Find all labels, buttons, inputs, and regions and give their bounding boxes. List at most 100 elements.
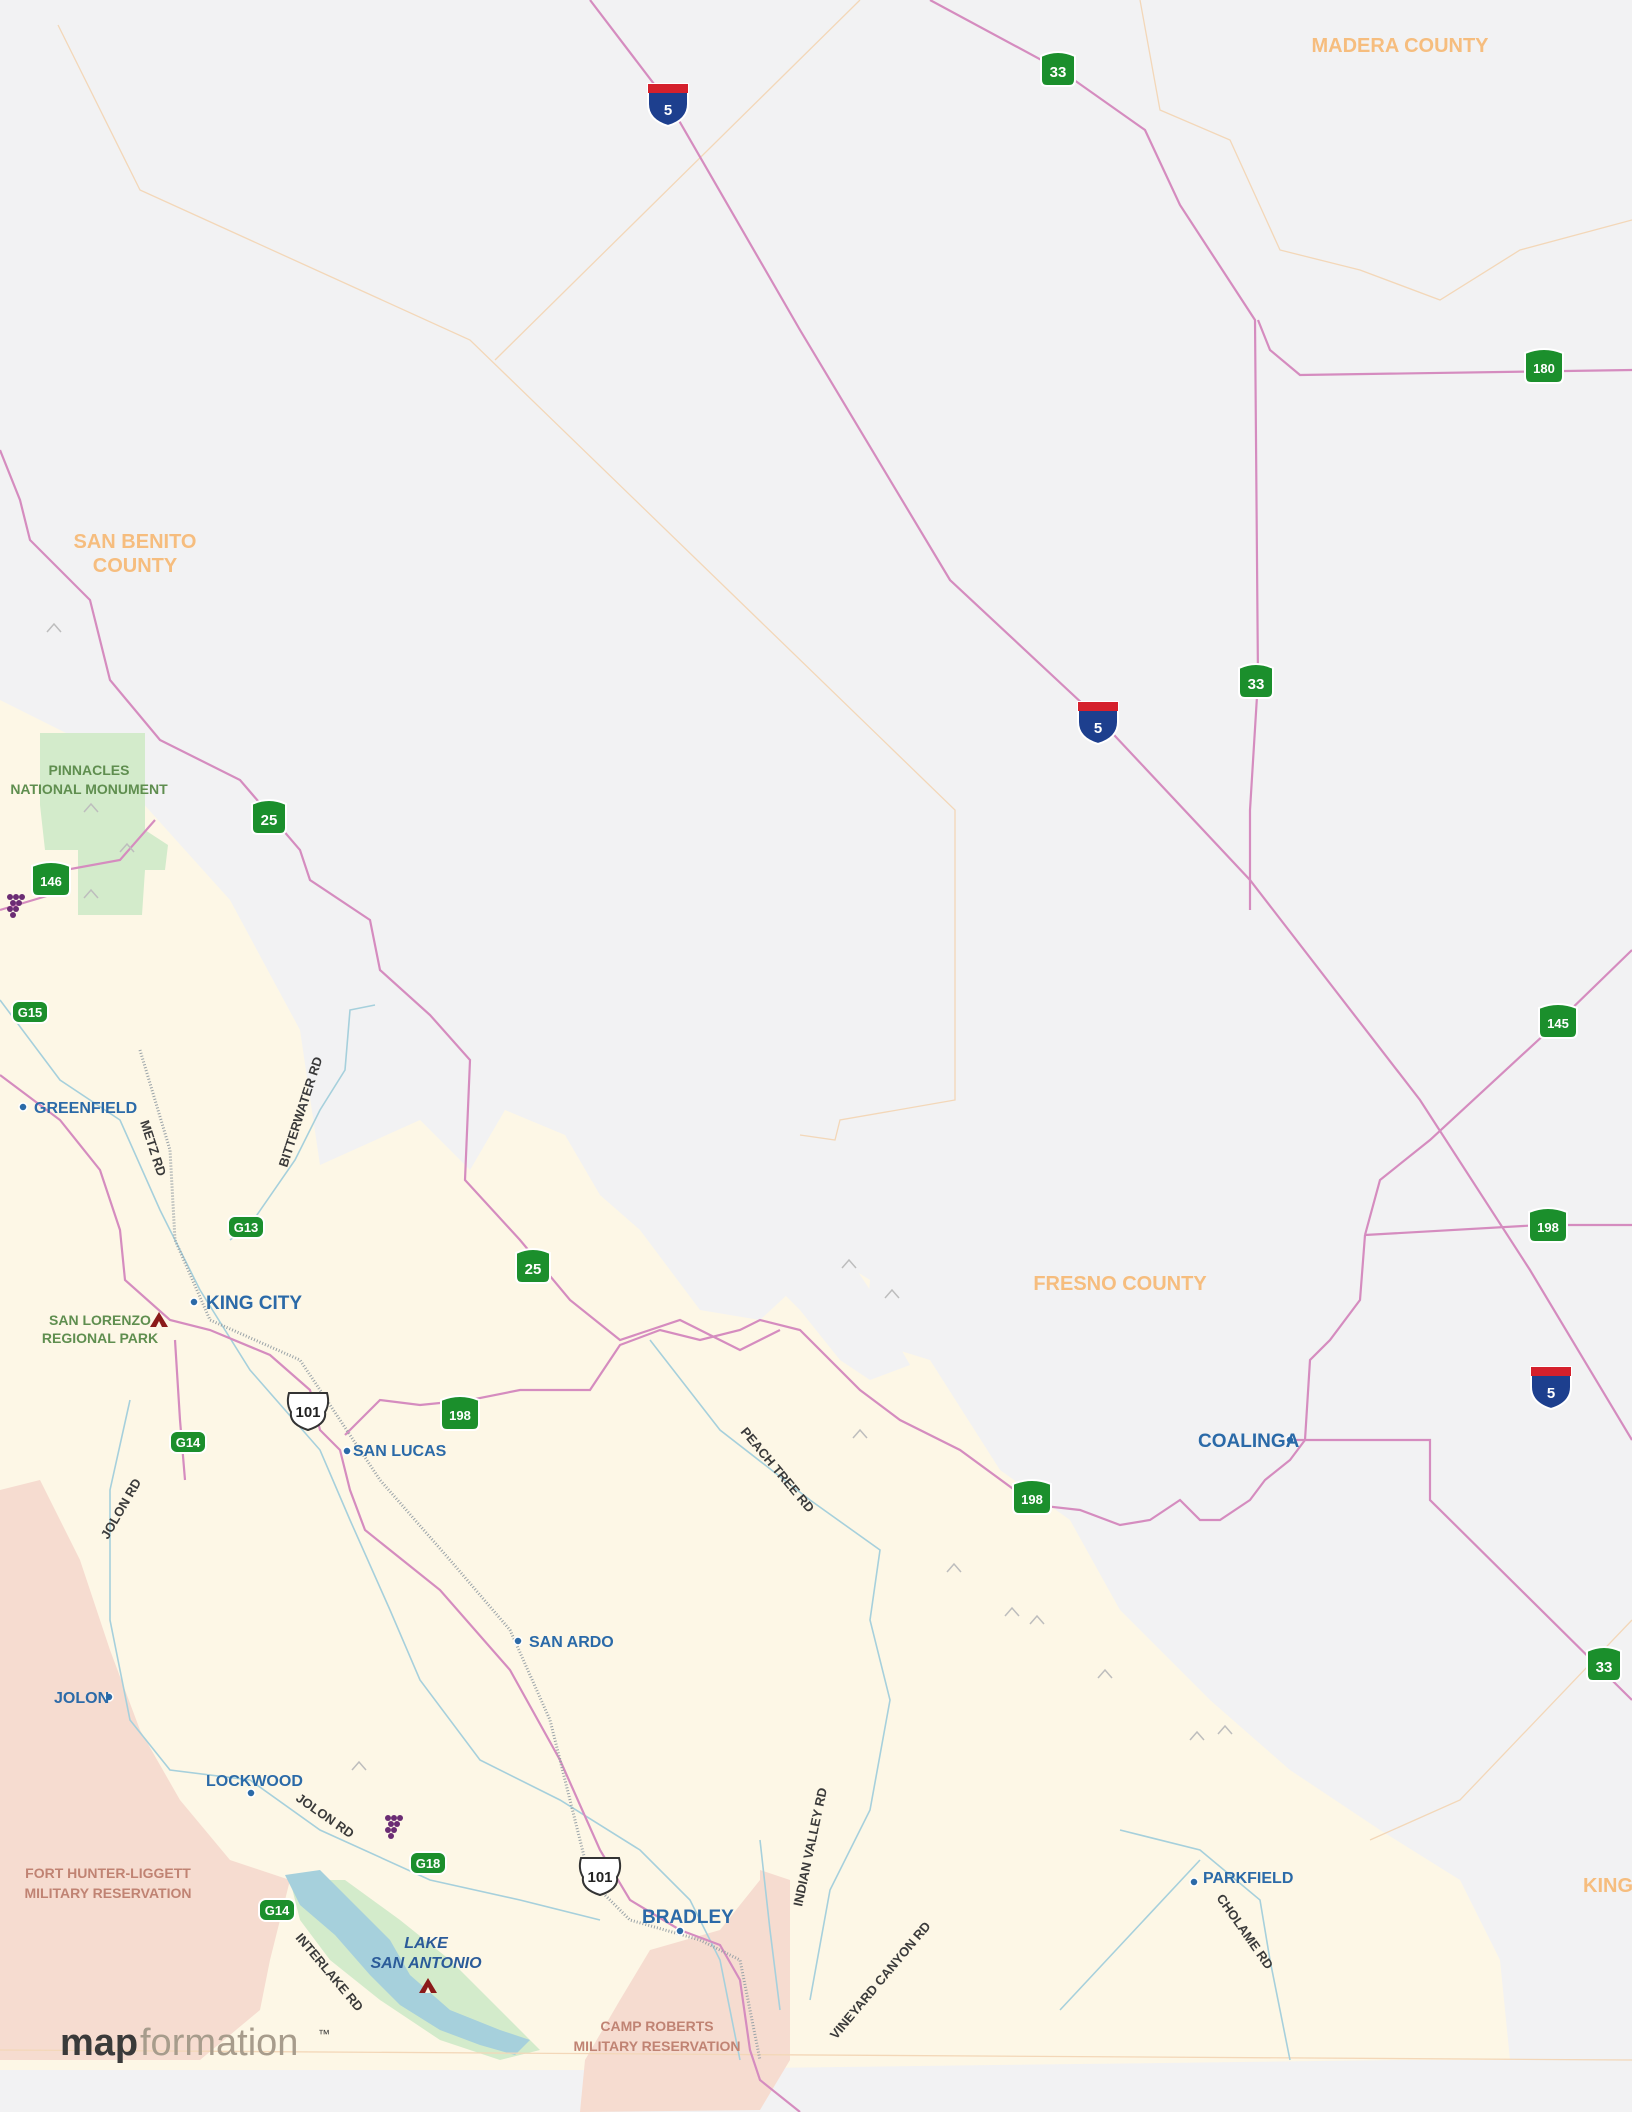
svg-text:145: 145 bbox=[1547, 1016, 1569, 1031]
stream bbox=[759, 1839, 781, 2011]
san-lucas-label[interactable]: SAN LUCAS bbox=[353, 1443, 447, 1460]
stream bbox=[1119, 1829, 1291, 2061]
interstate-5-shield[interactable]: 5 bbox=[1077, 701, 1119, 746]
route-180-shield[interactable]: 180 bbox=[1524, 348, 1564, 384]
svg-text:198: 198 bbox=[1537, 1220, 1559, 1235]
svg-text:33: 33 bbox=[1050, 64, 1067, 81]
monterey-county-area bbox=[0, 700, 1510, 2070]
us-101-shield[interactable]: 101 bbox=[286, 1392, 330, 1432]
svg-text:5: 5 bbox=[1547, 1385, 1555, 1402]
svg-text:map: map bbox=[60, 2022, 138, 2064]
svg-text:33: 33 bbox=[1248, 676, 1265, 693]
interstate-5-shield[interactable]: 5 bbox=[647, 83, 689, 128]
parkfield-label[interactable]: PARKFIELD bbox=[1203, 1870, 1293, 1887]
route-198-shield[interactable]: 198 bbox=[1528, 1207, 1568, 1243]
stream bbox=[649, 1339, 891, 2001]
greenfield-dot bbox=[18, 1102, 28, 1112]
g18-shield[interactable]: G18 bbox=[409, 1851, 447, 1875]
county-line bbox=[1139, 0, 1632, 301]
svg-text:25: 25 bbox=[525, 1261, 542, 1278]
svg-text:198: 198 bbox=[449, 1408, 471, 1423]
lockwood-label[interactable]: LOCKWOOD bbox=[206, 1773, 303, 1790]
san-lucas-dot bbox=[342, 1446, 352, 1456]
county-line bbox=[494, 0, 861, 361]
svg-text:25: 25 bbox=[261, 812, 278, 829]
bradley-dot bbox=[675, 1926, 685, 1936]
tent-icon[interactable] bbox=[150, 1312, 168, 1327]
san-lorenzo-label: REGIONAL PARK bbox=[42, 1330, 158, 1346]
us-101-shield[interactable]: 101 bbox=[578, 1857, 622, 1897]
lake-san-antonio bbox=[285, 1870, 530, 2055]
route-g14 bbox=[173, 1339, 187, 1481]
coalinga-label[interactable]: COALINGA bbox=[1198, 1431, 1300, 1452]
route-198-coalinga bbox=[344, 1234, 1367, 1527]
san-benito-county-label: COUNTY bbox=[93, 555, 178, 577]
svg-text:G14: G14 bbox=[176, 1435, 201, 1450]
route-25-shield[interactable]: 25 bbox=[251, 799, 287, 835]
route-33 bbox=[929, 0, 1260, 910]
g14-shield[interactable]: G14 bbox=[169, 1430, 207, 1454]
lake-san-antonio-label: LAKE bbox=[404, 1935, 449, 1952]
route-198-shield[interactable]: 198 bbox=[440, 1395, 480, 1431]
county-line bbox=[1369, 1619, 1632, 1841]
kings-county-label: KINGS bbox=[1583, 1875, 1632, 1897]
greenfield-label[interactable]: GREENFIELD bbox=[34, 1100, 137, 1117]
svg-text:101: 101 bbox=[587, 1869, 612, 1886]
grapes-icon bbox=[7, 894, 25, 918]
san-ardo-label[interactable]: SAN ARDO bbox=[529, 1634, 614, 1651]
tent-icon[interactable] bbox=[419, 1978, 437, 1993]
interstate-5-shield[interactable]: 5 bbox=[1530, 1366, 1572, 1411]
san-benito-county-label: SAN BENITO bbox=[74, 531, 197, 553]
svg-text:G15: G15 bbox=[18, 1005, 43, 1020]
san-ardo-dot bbox=[513, 1636, 523, 1646]
fresno-county-label: FRESNO COUNTY bbox=[1033, 1273, 1207, 1295]
san-benito-wedge bbox=[730, 1130, 910, 1380]
g13-shield[interactable]: G13 bbox=[227, 1215, 265, 1239]
svg-text:198: 198 bbox=[1021, 1492, 1043, 1507]
svg-text:G14: G14 bbox=[265, 1903, 290, 1918]
svg-text:™: ™ bbox=[318, 2027, 330, 2041]
bradley-label[interactable]: BRADLEY bbox=[642, 1907, 734, 1928]
route-146-shield[interactable]: 146 bbox=[31, 861, 71, 897]
g15-shield[interactable]: G15 bbox=[11, 1000, 49, 1024]
mountain-icon bbox=[46, 622, 1233, 1771]
route-25-shield[interactable]: 25 bbox=[515, 1248, 551, 1284]
king-city-label[interactable]: KING CITY bbox=[206, 1293, 302, 1314]
route-180 bbox=[1256, 319, 1632, 377]
stream bbox=[0, 999, 741, 2061]
san-lorenzo-label: SAN LORENZO bbox=[49, 1312, 151, 1328]
g14-shield[interactable]: G14 bbox=[258, 1898, 296, 1922]
svg-text:33: 33 bbox=[1596, 1659, 1613, 1676]
svg-text:180: 180 bbox=[1533, 361, 1555, 376]
svg-text:146: 146 bbox=[40, 874, 62, 889]
madera-county-label: MADERA COUNTY bbox=[1311, 35, 1489, 57]
jolon-label[interactable]: JOLON bbox=[54, 1690, 109, 1707]
stream bbox=[109, 1399, 601, 1921]
mapformation-logo: map formation ™ bbox=[60, 2022, 330, 2064]
svg-text:101: 101 bbox=[295, 1404, 320, 1421]
stream bbox=[1059, 1859, 1201, 2011]
parkfield-dot bbox=[1189, 1877, 1199, 1887]
route-25 bbox=[0, 449, 781, 1352]
route-33-shield[interactable]: 33 bbox=[1586, 1646, 1622, 1682]
route-33-shield[interactable]: 33 bbox=[1238, 663, 1274, 699]
route-198-shield[interactable]: 198 bbox=[1012, 1479, 1052, 1515]
coalinga-dot bbox=[1285, 1435, 1295, 1445]
pinnacles-label: NATIONAL MONUMENT bbox=[10, 781, 168, 797]
pinnacles-area bbox=[40, 733, 168, 915]
camp-roberts-label: MILITARY RESERVATION bbox=[574, 2038, 741, 2054]
grapes-icon bbox=[385, 1815, 403, 1839]
fort-hunter-liggett-area bbox=[0, 1480, 290, 2060]
lake-san-antonio-label: SAN ANTONIO bbox=[370, 1955, 482, 1972]
route-145 bbox=[1363, 949, 1632, 1236]
lockwood-dot bbox=[246, 1788, 256, 1798]
route-145-shield[interactable]: 145 bbox=[1538, 1003, 1578, 1039]
svg-text:G13: G13 bbox=[234, 1220, 259, 1235]
county-line bbox=[57, 24, 956, 1141]
svg-text:5: 5 bbox=[664, 102, 672, 119]
svg-text:G18: G18 bbox=[416, 1856, 441, 1871]
fort-hunter-liggett-label: FORT HUNTER-LIGGETT bbox=[25, 1865, 191, 1881]
pinnacles-label: PINNACLES bbox=[49, 762, 130, 778]
route-33-shield[interactable]: 33 bbox=[1040, 51, 1076, 87]
